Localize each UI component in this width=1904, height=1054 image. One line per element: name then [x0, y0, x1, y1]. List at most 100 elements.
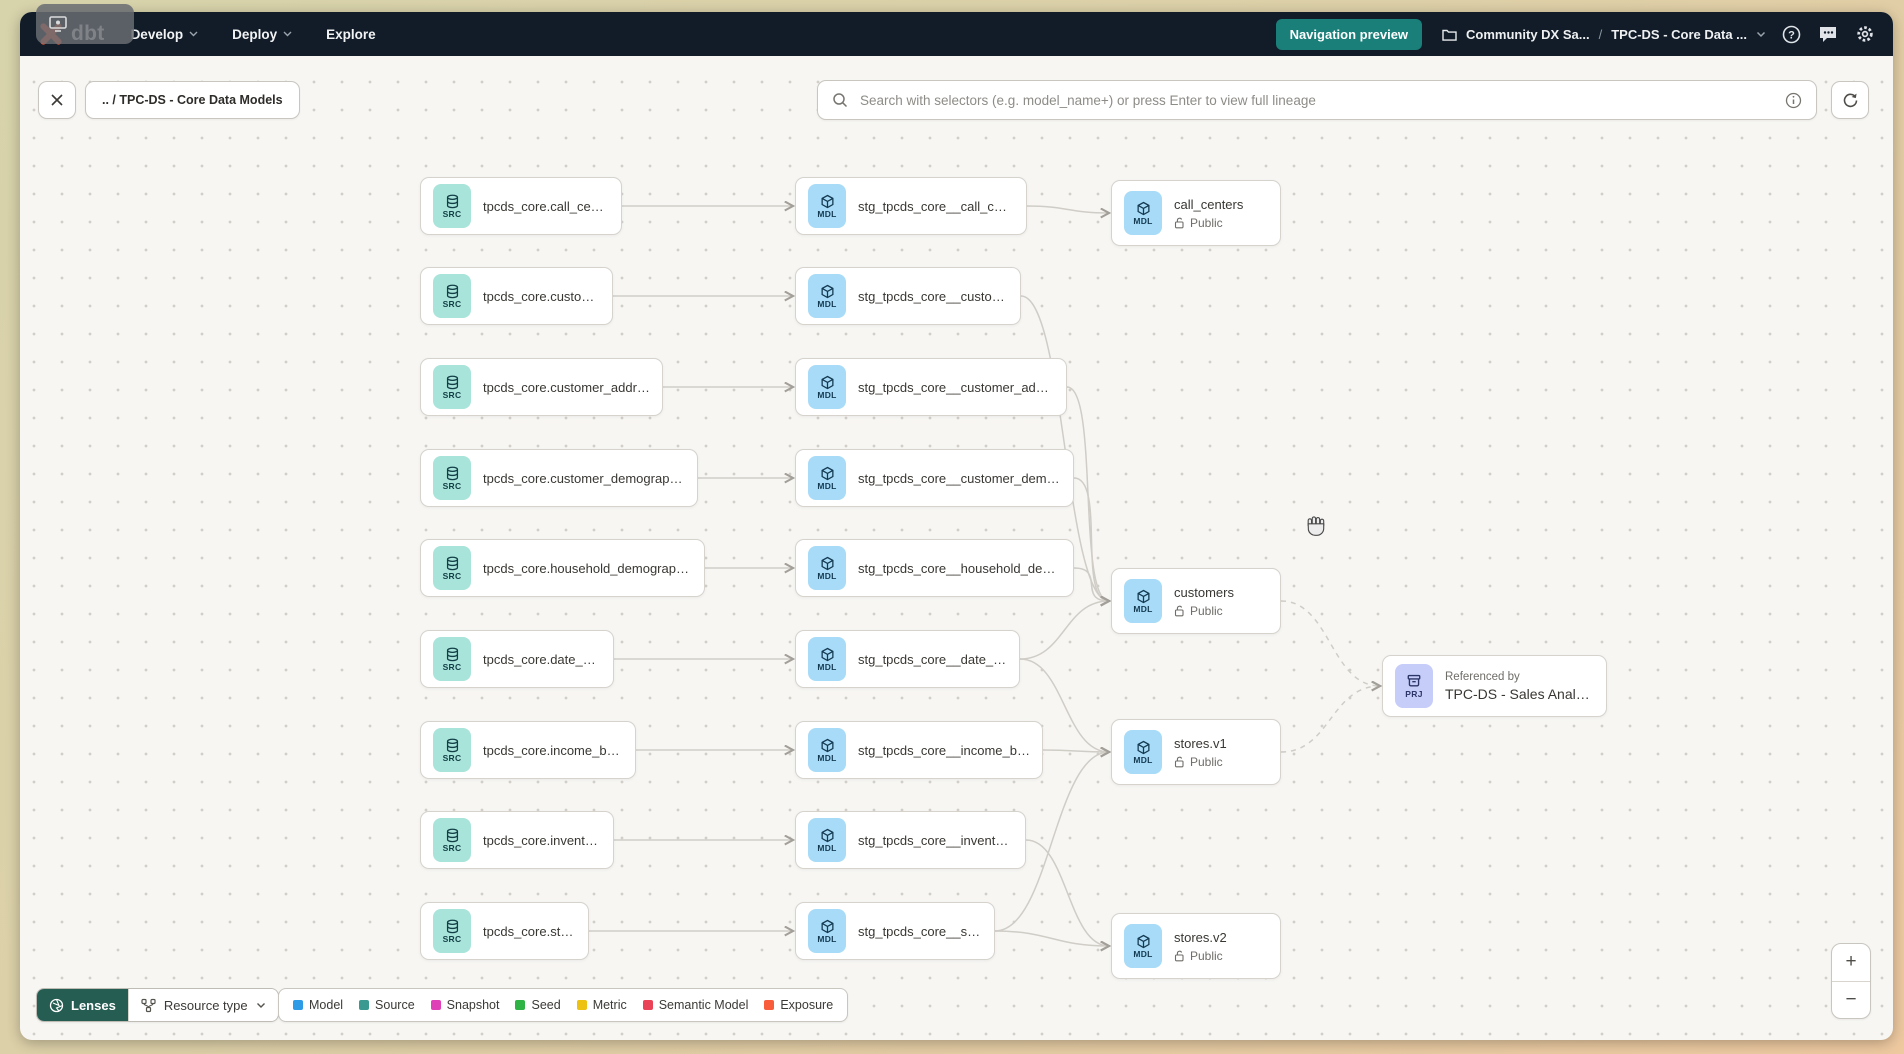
- node-label: tpcds_core.customer: [483, 288, 600, 304]
- lenses-button[interactable]: Lenses: [37, 989, 128, 1021]
- nav-menu-develop[interactable]: Develop: [131, 27, 199, 42]
- database-icon: [446, 466, 458, 481]
- lineage-edge: [1019, 658, 1109, 752]
- legend-swatch: [642, 1000, 653, 1010]
- archive-icon: [1407, 675, 1421, 687]
- node-type-tile: MDL: [808, 184, 846, 228]
- chevron-down-icon[interactable]: [1756, 31, 1766, 38]
- folder-icon: [1442, 29, 1457, 41]
- resource-type-dropdown[interactable]: Resource type: [127, 989, 278, 1021]
- lens-icon: [49, 998, 64, 1012]
- node-label: call_centers: [1174, 196, 1244, 212]
- database-icon: [446, 738, 458, 753]
- node-label: stg_tpcds_core__customer_address: [858, 379, 1054, 395]
- nav-menu-explore[interactable]: Explore: [326, 27, 376, 42]
- screen-recording-indicator: [36, 4, 134, 44]
- node-label: tpcds_core.customer_demographics: [483, 470, 685, 486]
- node-label: stg_tpcds_core__inventory: [858, 832, 1013, 848]
- node-label: stg_tpcds_core__date_dim: [858, 651, 1007, 667]
- node-label: stg_tpcds_core__household_demogr...: [858, 560, 1061, 576]
- lineage-edge: [1073, 567, 1109, 601]
- node-access: Public: [1174, 216, 1243, 230]
- nav-menu-deploy[interactable]: Deploy: [232, 27, 292, 42]
- navigation-preview-button[interactable]: Navigation preview: [1275, 18, 1423, 50]
- nav-menu-label: Deploy: [232, 26, 278, 42]
- cube-icon: [1137, 934, 1149, 948]
- cube-icon: [1137, 201, 1149, 215]
- graph-node-stg_inventory[interactable]: MDL stg_tpcds_core__inventory: [795, 811, 1026, 869]
- legend-item-source: Source: [359, 998, 415, 1012]
- legend-label: Model: [309, 998, 344, 1012]
- node-type-tile: SRC: [433, 365, 471, 409]
- lock-open-icon: [1174, 756, 1184, 767]
- lineage-breadcrumb-chip[interactable]: .. / TPC-DS - Core Data Models: [85, 81, 300, 119]
- legend-label: Source: [375, 998, 415, 1012]
- node-type-tile: MDL: [1124, 924, 1162, 968]
- gear-icon[interactable]: [1855, 24, 1875, 44]
- legend-swatch: [515, 1000, 526, 1010]
- node-type-tile: MDL: [808, 818, 846, 862]
- breadcrumb-page[interactable]: TPC-DS - Core Data ...: [1611, 26, 1747, 42]
- legend-label: Seed: [531, 998, 561, 1012]
- database-icon: [446, 194, 458, 209]
- screen-icon: [49, 16, 67, 32]
- node-type-tile: MDL: [808, 637, 846, 681]
- chat-icon[interactable]: [1818, 25, 1838, 44]
- node-type-tile: MDL: [1124, 191, 1162, 235]
- node-label: tpcds_core.customer_address: [483, 379, 650, 395]
- node-type-badge: MDL: [817, 752, 837, 763]
- zoom-in-button[interactable]: +: [1845, 951, 1857, 973]
- search-input[interactable]: [858, 91, 1785, 109]
- refresh-button[interactable]: [1831, 81, 1869, 119]
- lenses-control: Lenses Resource type: [36, 988, 279, 1022]
- node-label: customers: [1174, 584, 1234, 600]
- lineage-edge: [1073, 477, 1109, 601]
- cube-icon: [821, 466, 833, 480]
- graph-node-stg_date_dim[interactable]: MDL stg_tpcds_core__date_dim: [795, 630, 1020, 688]
- legend-label: Exposure: [780, 998, 834, 1012]
- node-access-label: Public: [1190, 215, 1223, 230]
- breadcrumb-project[interactable]: Community DX Sa...: [1466, 26, 1590, 42]
- lineage-edge: [1026, 205, 1109, 213]
- close-button[interactable]: [38, 81, 76, 119]
- cube-icon: [821, 556, 833, 570]
- help-icon[interactable]: ?: [1782, 25, 1801, 44]
- legend-item-semantic-model: Semantic Model: [642, 998, 748, 1012]
- node-access: Public: [1174, 755, 1227, 769]
- legend-label: Metric: [592, 998, 627, 1012]
- legend-item-model: Model: [293, 998, 343, 1012]
- node-type-tile: PRJ: [1395, 664, 1433, 708]
- graph-node-src_customer_address[interactable]: SRC tpcds_core.customer_address: [420, 358, 663, 416]
- node-type-tile: MDL: [1124, 579, 1162, 623]
- node-type-tile: SRC: [433, 728, 471, 772]
- node-type-badge: SRC: [442, 752, 462, 763]
- lock-open-icon: [1174, 950, 1184, 961]
- lenses-label: Lenses: [71, 997, 116, 1013]
- node-type-tile: MDL: [808, 274, 846, 318]
- info-icon[interactable]: [1785, 92, 1802, 109]
- node-type-tile: MDL: [808, 909, 846, 953]
- node-type-badge: MDL: [817, 480, 837, 491]
- zoom-out-button[interactable]: −: [1832, 980, 1870, 1019]
